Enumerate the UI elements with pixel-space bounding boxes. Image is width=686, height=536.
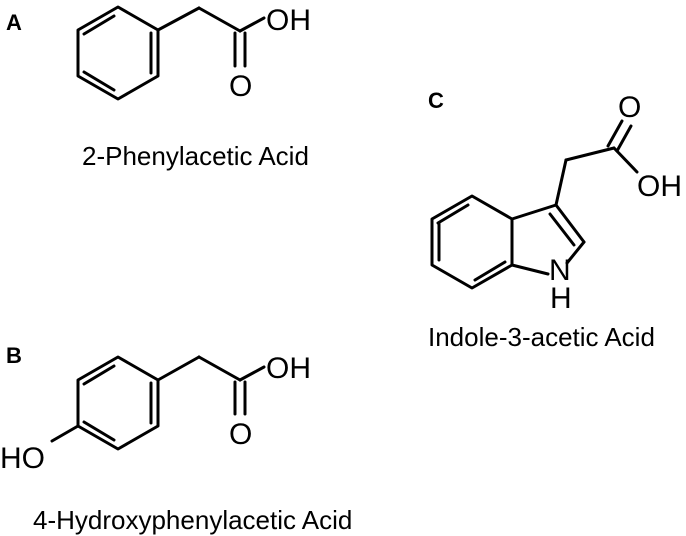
- carbonyl-double-bond: [615, 124, 633, 153]
- structure-b: [50, 355, 266, 451]
- c3-ch2-bond: [554, 158, 568, 207]
- ring-ch2-bond: [156, 355, 201, 382]
- ring-double-bond: [436, 203, 470, 225]
- hydroxyl-label-b: OH: [266, 352, 311, 385]
- panel-letter-b: B: [6, 343, 22, 368]
- ch2-carboxyl-bond: [197, 6, 242, 33]
- ring-double-bond: [82, 420, 116, 442]
- nitrogen-h-label-c: H: [550, 282, 572, 315]
- hydroxyl-label-a: OH: [266, 4, 311, 37]
- structure-c: [430, 119, 639, 290]
- ring-double-bond: [82, 70, 116, 92]
- benzene-ring: [76, 5, 160, 101]
- ring-double-bond: [82, 14, 116, 36]
- carbonyl-label-c: O: [618, 91, 641, 124]
- ring-ch2-bond: [156, 6, 201, 32]
- panel-c: C O OH N H Indole-3-acetic Acid: [428, 88, 682, 352]
- ring-double-bond: [82, 364, 116, 386]
- caption-b: 4-Hydroxyphenylacetic Acid: [33, 505, 352, 535]
- ring-double-bond: [473, 260, 507, 282]
- indole-benzene-ring: [430, 194, 514, 290]
- panel-letter-a: A: [6, 10, 22, 35]
- c3a-c3-bond: [510, 203, 558, 221]
- benzene-ring: [76, 355, 160, 451]
- panel-letter-c: C: [428, 88, 444, 113]
- caption-c: Indole-3-acetic Acid: [428, 322, 655, 352]
- phenol-label-b: HO: [0, 442, 45, 475]
- hydroxyl-label-c: OH: [637, 170, 682, 203]
- c-oh-bond: [238, 365, 266, 382]
- nitrogen-label-c: N: [549, 254, 571, 287]
- c2-n-bond: [565, 240, 586, 265]
- ch2-carboxyl-bond: [564, 146, 616, 162]
- c3-c2-double-bond: [548, 212, 576, 247]
- carbonyl-label-b: O: [229, 418, 252, 451]
- panel-a: A OH O 2-Phenylacetic Acid: [6, 4, 311, 171]
- carbonyl-double-bond: [606, 119, 624, 148]
- c-oh-bond: [238, 16, 266, 33]
- n-c7a-bond: [510, 263, 550, 276]
- c3-c2-bond: [554, 203, 586, 244]
- carbonyl-label-a: O: [229, 70, 252, 103]
- ch2-carboxyl-bond: [197, 355, 242, 382]
- panel-b: B OH O HO 4-Hydroxyphenylacetic Acid: [0, 343, 352, 535]
- structure-a: [76, 5, 266, 101]
- ring-oh-bond: [50, 424, 80, 443]
- caption-a: 2-Phenylacetic Acid: [82, 141, 309, 171]
